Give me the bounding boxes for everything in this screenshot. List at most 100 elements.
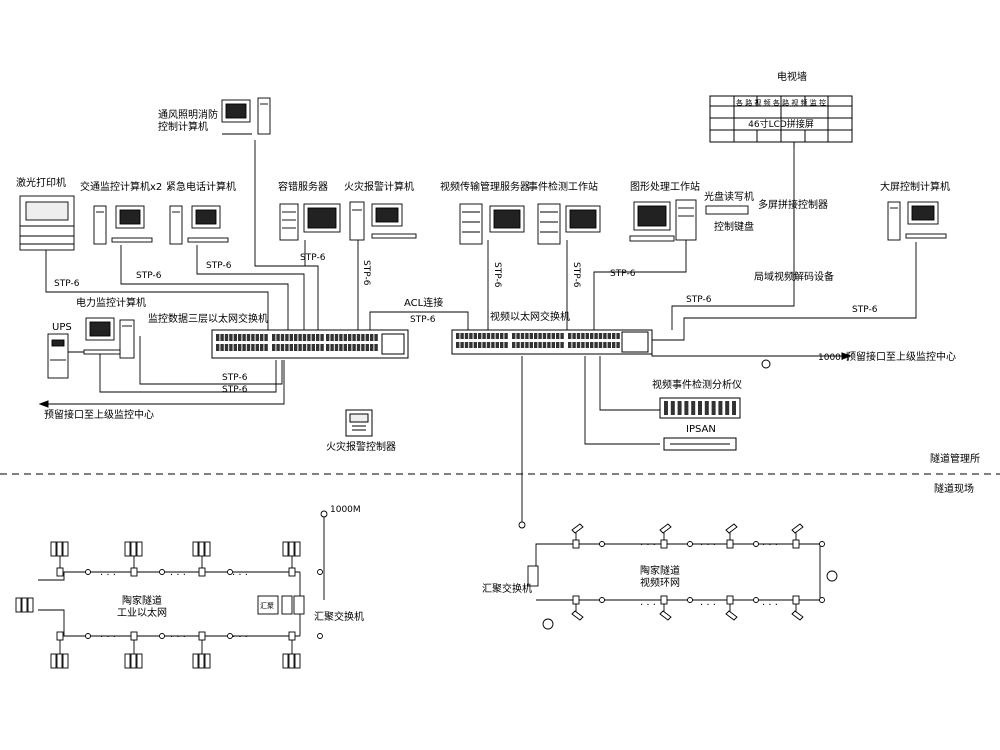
ring-node (198, 631, 206, 641)
field-controller (130, 541, 137, 557)
switch-port (326, 334, 330, 341)
switch-port (255, 344, 259, 351)
ring-node (660, 595, 668, 605)
ring-node (56, 631, 64, 641)
switch-port (525, 333, 529, 339)
field-controller (294, 653, 301, 669)
dome-camera-icon (542, 618, 554, 630)
switch-port (285, 334, 289, 341)
switch-port (520, 333, 525, 339)
switch-port (491, 333, 495, 339)
reserved-interface-right: 预留接口至上级监控中心 (846, 352, 956, 363)
ring-node (198, 567, 206, 577)
field-controller (15, 597, 22, 613)
switch-port (547, 333, 551, 339)
cable-label: STP-6 (300, 253, 326, 263)
switch-port (469, 333, 473, 339)
switch-port (581, 342, 585, 348)
switch-port (316, 334, 320, 341)
switch-port (525, 342, 529, 348)
field-controller (204, 653, 211, 669)
cable-label: STP-6 (852, 305, 878, 315)
switch-port (520, 342, 525, 348)
tv-wall-lcd: 46寸LCD拼接屏 (748, 120, 814, 130)
emergency-phone-pc-label: 紧急电话计算机 (166, 182, 236, 193)
switch-port (356, 344, 361, 351)
switch-port (607, 342, 611, 348)
switch-port (464, 342, 469, 348)
switch-port (229, 334, 233, 341)
fault-tolerant-server-label: 容错服务器 (278, 182, 328, 193)
computer-fire-alarm (349, 201, 417, 241)
server-video (459, 203, 525, 245)
switch-port (568, 342, 572, 348)
switch-port (272, 334, 276, 341)
switch-port (560, 342, 564, 348)
computer-ventilation (221, 97, 271, 135)
ring-node (726, 595, 734, 605)
ring-connector (317, 633, 323, 639)
switch-port (603, 342, 607, 348)
switch-port (598, 333, 603, 339)
cable-label: STP-6 (54, 279, 80, 289)
ring-node (660, 539, 668, 549)
computer-icons (19, 97, 947, 379)
dome-camera-icon (826, 570, 838, 582)
switch-port (556, 342, 560, 348)
switch-port (246, 344, 251, 351)
fire-alarm-controller-unit (345, 409, 373, 437)
ring-connector (753, 597, 759, 603)
server-event (537, 203, 601, 245)
ring-node (130, 567, 138, 577)
switch-port (242, 344, 246, 351)
camera-icon (791, 523, 804, 534)
switch-port (500, 342, 504, 348)
ring-connector (227, 569, 233, 575)
switch-port (316, 344, 320, 351)
switch-port (289, 334, 293, 341)
field-controller (198, 653, 205, 669)
switch-port (289, 344, 293, 351)
switch-port (326, 344, 330, 351)
switch-port (590, 342, 594, 348)
switch-port (311, 344, 315, 351)
ring-connector (819, 541, 825, 547)
server-fault-tolerant (279, 203, 341, 241)
analyzer-slot (711, 401, 716, 415)
switch-port (285, 344, 289, 351)
computer-big-screen (887, 201, 947, 241)
switch-port (529, 342, 533, 348)
ring-node (288, 631, 296, 641)
ring-connector (159, 633, 165, 639)
switch-port (361, 334, 365, 341)
switch-port (370, 334, 374, 341)
switch-port (280, 344, 285, 351)
switch-port (542, 333, 547, 339)
switch-port (486, 342, 491, 348)
fire-alarm-controller-label: 火灾报警控制器 (326, 442, 396, 453)
switch-port (246, 334, 251, 341)
switch-port (512, 333, 516, 339)
switch-port (572, 342, 576, 348)
ring-node (288, 567, 296, 577)
switch-port (330, 334, 334, 341)
field-controller (27, 597, 34, 613)
switch-port (590, 333, 594, 339)
switch-port (330, 344, 334, 351)
field-controller (136, 653, 143, 669)
field-controller (130, 653, 137, 669)
ellipsis-mark: · · · (640, 540, 656, 551)
field-controller (192, 653, 199, 669)
ring-node (726, 539, 734, 549)
ellipsis-mark: · · · (100, 632, 116, 643)
switch-port (534, 342, 538, 348)
switch-port (365, 344, 369, 351)
fire-alarm-pc-label: 火灾报警计算机 (344, 182, 414, 193)
control-keyboard-label: 控制键盘 (714, 222, 754, 233)
switch-port (264, 344, 268, 351)
cable-label: STP-6 (492, 262, 502, 288)
switch-port (251, 334, 255, 341)
l3-switch (211, 329, 409, 359)
switch-port (370, 344, 374, 351)
switch-port (585, 333, 589, 339)
